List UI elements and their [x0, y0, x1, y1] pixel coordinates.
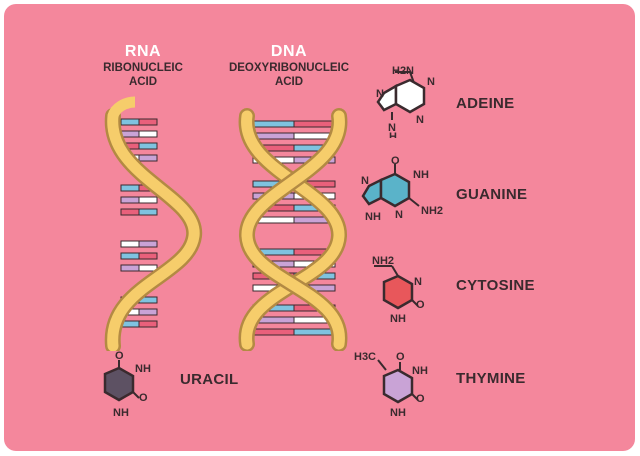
- guanine-atom-nh-bottom: NH: [365, 211, 381, 223]
- base-pair-right: [293, 120, 336, 128]
- base-pair-left: [120, 240, 140, 248]
- base-pair-left: [120, 252, 140, 260]
- rna-helix: [104, 96, 203, 351]
- guanine-molecule: O NH N NH2 N NH: [361, 155, 443, 223]
- guanine-label: GUANINE: [456, 186, 528, 203]
- uracil-atom-nh-bottom: NH: [113, 407, 129, 419]
- base-pair-right: [138, 264, 158, 272]
- rna-header: RNA RIBONUCLEIC ACID: [98, 44, 188, 88]
- base-pair-left: [252, 328, 295, 336]
- rna-title: RNA: [124, 43, 162, 60]
- thymine-methyl-group: H3C: [354, 351, 376, 363]
- base-pair-right: [138, 240, 158, 248]
- cytosine-amine-group: NH2: [372, 255, 394, 267]
- rna-subtitle-1: RIBONUCLEIC: [103, 62, 183, 74]
- adenine-atom-n1: N: [427, 76, 435, 88]
- rna-subtitle-2: ACID: [128, 75, 158, 88]
- base-pair-right: [138, 130, 158, 138]
- adenine-molecule: H2N N N N N H: [376, 65, 435, 138]
- thymine-atom-nh-top: NH: [412, 365, 428, 377]
- base-pair-left: [120, 118, 140, 126]
- guanine-atom-n-left: N: [361, 175, 369, 187]
- thymine-atom-o-top: O: [396, 351, 405, 363]
- base-pair-right: [138, 154, 158, 162]
- dna-subtitle-2: ACID: [274, 75, 304, 88]
- dna-subtitle-1: DEOXYRIBONUCLEIC: [228, 62, 350, 74]
- uracil-atom-nh-top: NH: [135, 363, 151, 375]
- diagram-panel: RNA RIBONUCLEIC ACID DNA DEOXYRIBONUCLEI…: [4, 4, 635, 451]
- guanine-atom-o: O: [391, 155, 400, 167]
- base-pair-right: [138, 320, 158, 328]
- uracil-atom-o-bottom: O: [139, 392, 148, 404]
- rna-backbone: [107, 110, 200, 351]
- base-pair-right: [138, 252, 158, 260]
- dna-header: DNA DEOXYRIBONUCLEIC ACID: [224, 44, 354, 88]
- base-pair-right: [293, 328, 336, 336]
- uracil-label: URACIL: [180, 371, 239, 388]
- base-pair-right: [138, 196, 158, 204]
- adenine-atom-h: H: [389, 131, 397, 138]
- adenine-atom-n2: N: [376, 88, 384, 100]
- rna-backbone-top-end: [107, 96, 136, 118]
- thymine-molecule: H3C O NH O NH: [354, 351, 428, 419]
- thymine-atom-nh-bottom: NH: [390, 407, 406, 419]
- cytosine-label: CYTOSINE: [456, 277, 535, 294]
- dna-title: DNA: [270, 43, 308, 60]
- base-pair-right: [138, 208, 158, 216]
- cytosine-atom-o: O: [416, 299, 425, 311]
- adenine-atom-n4: N: [388, 122, 396, 134]
- thymine-label: THYMINE: [456, 370, 526, 387]
- uracil-molecule: O NH O NH: [103, 350, 151, 419]
- base-pair-left: [252, 120, 295, 128]
- dna-backbone-b: [241, 110, 345, 350]
- cytosine-atom-nh: NH: [390, 313, 406, 325]
- base-pair-left: [120, 264, 140, 272]
- adenine-label: ADEINE: [456, 95, 515, 112]
- base-pair-left: [120, 208, 140, 216]
- dna-backbone-a: [241, 110, 345, 350]
- base-pair-right: [138, 118, 158, 126]
- thymine-atom-o-bottom: O: [416, 393, 425, 405]
- adenine-atom-n3: N: [416, 114, 424, 126]
- guanine-amine-group: NH2: [421, 205, 443, 217]
- cytosine-molecule: NH2 N O NH: [372, 255, 425, 325]
- base-pair-left: [252, 132, 295, 140]
- dna-helix: [238, 108, 348, 351]
- base-pair-left: [120, 130, 140, 138]
- base-pair-right: [138, 142, 158, 150]
- cytosine-atom-n: N: [414, 276, 422, 288]
- base-pair-left: [120, 196, 140, 204]
- guanine-atom-n-bottom: N: [395, 209, 403, 221]
- base-pair-left: [120, 184, 140, 192]
- base-pair-right: [138, 308, 158, 316]
- adenine-amine-group: H2N: [392, 65, 414, 77]
- uracil-atom-o-top: O: [115, 350, 124, 362]
- guanine-atom-nh-top: NH: [413, 169, 429, 181]
